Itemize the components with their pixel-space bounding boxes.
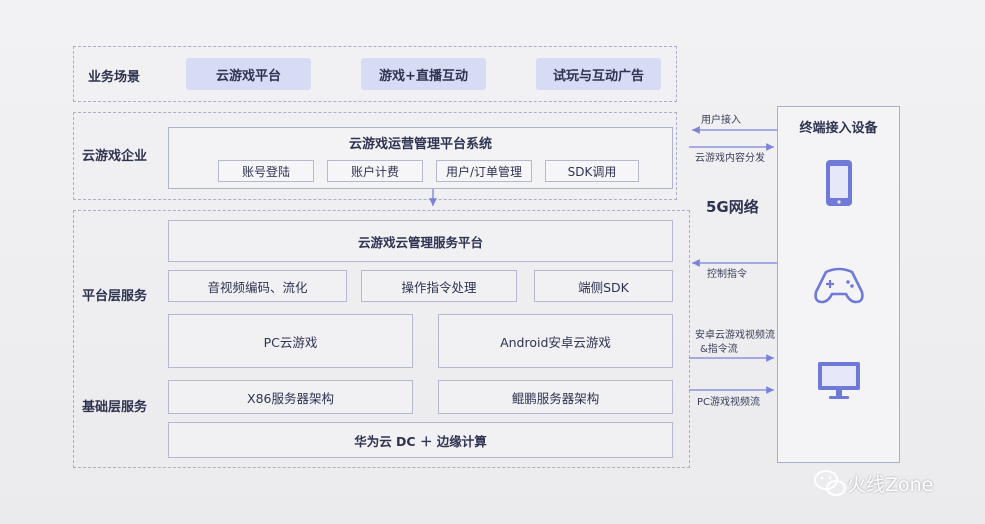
command-processing: 操作指令处理 [361, 270, 517, 302]
monitor-icon [818, 362, 860, 399]
scenario-trial-interactive-ads: 试玩与互动广告 [536, 58, 661, 90]
x86-server-architecture: X86服务器架构 [168, 380, 413, 414]
android-stream-label-line2: &指令流 [700, 344, 738, 355]
content-distribution-label: 云游戏内容分发 [695, 153, 765, 164]
client-sdk: 端侧SDK [534, 270, 673, 302]
scenario-game-live-interaction: 游戏+直播互动 [361, 58, 486, 90]
business-scenario-label: 业务场景 [88, 70, 141, 85]
business-scenario-section [73, 46, 677, 102]
user-access-label: 用户接入 [701, 115, 741, 126]
gamepad-icon [814, 267, 864, 304]
kunpeng-server-architecture: 鲲鹏服务器架构 [438, 380, 673, 414]
pc-stream-label: PC游戏视频流 [697, 397, 761, 408]
pc-cloud-gaming: PC云游戏 [168, 314, 413, 368]
5g-network-label: 5G网络 [706, 198, 759, 216]
control-command-label: 控制指令 [707, 269, 747, 280]
enterprise-section [73, 112, 677, 200]
infra-layer-label: 基础层服务 [82, 400, 148, 415]
module-sdk-call: SDK调用 [545, 160, 639, 182]
operations-system-title: 云游戏运营管理平台系统 [348, 137, 492, 152]
platform-infra-section [73, 210, 690, 468]
module-user-order-mgmt: 用户/订单管理 [436, 160, 532, 182]
android-stream-label-line1: 安卓云游戏视频流 [695, 330, 775, 341]
platform-layer-label: 平台层服务 [82, 289, 148, 304]
enterprise-label: 云游戏企业 [82, 149, 148, 164]
watermark-logo-icon [814, 470, 846, 496]
android-cloud-gaming: Android安卓云游戏 [438, 314, 673, 368]
phone-icon [826, 160, 852, 206]
module-account-billing: 账户计费 [327, 160, 423, 182]
cloud-mgmt-platform: 云游戏云管理服务平台 [168, 220, 673, 262]
terminal-devices-title: 终端接入设备 [799, 121, 878, 136]
scenario-cloud-gaming-platform: 云游戏平台 [186, 58, 311, 90]
watermark-text: 火线Zone [847, 474, 934, 496]
huawei-cloud-dc-edge: 华为云 DC ＋ 边缘计算 [168, 422, 673, 458]
av-encoding-streaming: 音视频编码、流化 [168, 270, 347, 302]
module-account-login: 账号登陆 [218, 160, 314, 182]
